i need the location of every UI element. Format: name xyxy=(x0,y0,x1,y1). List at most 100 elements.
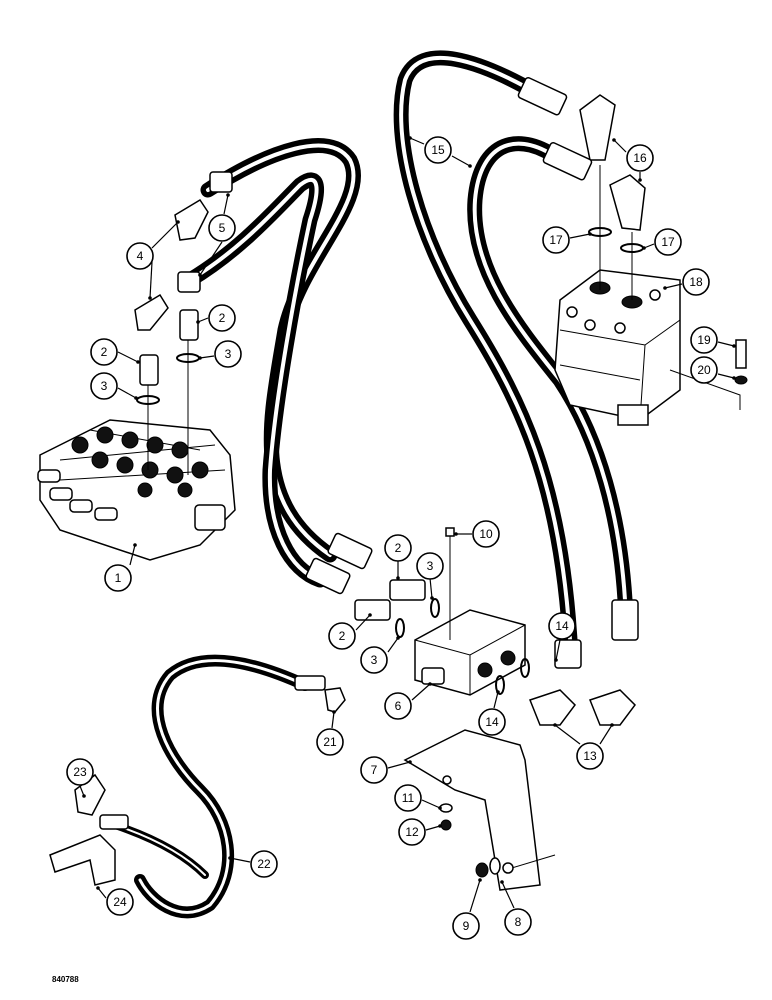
callout-arrow-tip xyxy=(396,636,400,640)
control-valve xyxy=(37,419,236,561)
callout-circle xyxy=(504,908,532,936)
callout-number: 2 xyxy=(395,541,402,555)
callout-circle xyxy=(384,692,412,720)
callout-21: 21 xyxy=(316,710,344,756)
callout-circle xyxy=(126,242,154,270)
callout-arrow-tip xyxy=(642,246,646,250)
hose-group-15 xyxy=(393,50,633,648)
callout-number: 9 xyxy=(463,919,470,933)
callout-number: 14 xyxy=(555,619,569,633)
callout-circle xyxy=(106,888,134,916)
callout-10: 10 xyxy=(454,520,500,548)
callout-leader xyxy=(469,879,481,913)
callout-arrow-tip xyxy=(428,682,432,686)
callout-24: 24 xyxy=(96,886,134,916)
callout-circle xyxy=(576,742,604,770)
callout-circle xyxy=(328,622,356,650)
hydraulic-pump xyxy=(554,269,681,426)
callout-leader xyxy=(501,881,515,909)
callout-leader xyxy=(97,887,107,899)
callout-leader xyxy=(387,637,399,653)
fittings-manifold xyxy=(305,532,639,878)
callout-number: 2 xyxy=(339,629,346,643)
callout-16: 16 xyxy=(612,138,654,182)
hose-22 xyxy=(111,654,311,919)
callout-circle xyxy=(90,338,118,366)
callout-14a: 14 xyxy=(548,612,576,662)
callout-arrow-tip xyxy=(554,658,558,662)
callout-circle xyxy=(424,136,452,164)
callout-arrow-tip xyxy=(438,806,442,810)
callout-leader xyxy=(149,261,153,299)
valve-ports xyxy=(71,426,209,498)
callout-number: 14 xyxy=(485,715,499,729)
callout-number: 12 xyxy=(405,825,419,839)
callout-22: 22 xyxy=(228,850,278,878)
callout-arrow-tip xyxy=(468,164,472,168)
callout-number: 3 xyxy=(101,379,108,393)
callout-circle xyxy=(104,564,132,592)
drawing-number: 840788 xyxy=(52,975,79,984)
callout-17b: 17 xyxy=(642,228,682,256)
callout-5: 5 xyxy=(198,193,236,277)
callout-leader xyxy=(129,544,136,566)
callout-leader xyxy=(664,283,683,289)
callout-arrow-tip xyxy=(196,320,200,324)
valve-spools xyxy=(37,469,118,521)
callout-circle xyxy=(90,372,118,400)
callout-circle xyxy=(654,228,682,256)
callout-number: 7 xyxy=(371,763,378,777)
callout-circle xyxy=(384,534,412,562)
callout-number: 5 xyxy=(219,221,226,235)
callout-circle xyxy=(360,646,388,674)
callout-arrow-tip xyxy=(332,710,336,714)
callout-arrow-tip xyxy=(588,232,592,236)
callout-14b: 14 xyxy=(478,690,506,736)
callout-leader xyxy=(331,711,335,729)
callout-circle xyxy=(690,326,718,354)
callout-13: 13 xyxy=(553,723,614,770)
callout-leader xyxy=(117,387,137,399)
callout-leader xyxy=(429,577,433,599)
hose-group-5 xyxy=(182,138,362,588)
callout-12: 12 xyxy=(398,818,442,846)
callout-number: 11 xyxy=(402,791,415,805)
callout-arrow-tip xyxy=(408,136,412,140)
callout-number: 17 xyxy=(549,233,563,247)
callout-2a: 2 xyxy=(90,338,140,366)
callout-9: 9 xyxy=(452,878,482,940)
callout-7: 7 xyxy=(360,756,412,784)
callout-arrow-tip xyxy=(496,690,500,694)
callout-arrow-tip xyxy=(553,723,557,727)
callout-circle xyxy=(690,356,718,384)
callout-number: 15 xyxy=(431,143,445,157)
callout-leader xyxy=(409,137,425,145)
callout-23: 23 xyxy=(66,758,94,798)
callout-arrow-tip xyxy=(478,878,482,882)
callout-18: 18 xyxy=(663,268,710,296)
callout-leader xyxy=(599,724,613,745)
callout-3a: 3 xyxy=(90,372,138,400)
callout-arrow-tip xyxy=(96,886,100,890)
callout-circle xyxy=(316,728,344,756)
callout-leader xyxy=(223,194,229,215)
callout-arrow-tip xyxy=(638,178,642,182)
callout-circle xyxy=(214,340,242,368)
callout-17a: 17 xyxy=(542,226,592,254)
callout-arrow-tip xyxy=(500,880,504,884)
callout-leader xyxy=(199,241,223,276)
callout-circle xyxy=(626,144,654,172)
callout-leader xyxy=(717,373,735,379)
callout-3c: 3 xyxy=(416,552,444,600)
callout-leader xyxy=(555,639,561,661)
callout-circle xyxy=(208,214,236,242)
callout-number: 8 xyxy=(515,915,522,929)
callout-number: 24 xyxy=(113,895,127,909)
callout-arrow-tip xyxy=(408,760,412,764)
callout-number: 6 xyxy=(395,699,402,713)
callout-2c: 2 xyxy=(384,534,412,580)
mounting-bracket xyxy=(403,729,556,891)
callout-number: 3 xyxy=(371,653,378,667)
callout-circle xyxy=(682,268,710,296)
